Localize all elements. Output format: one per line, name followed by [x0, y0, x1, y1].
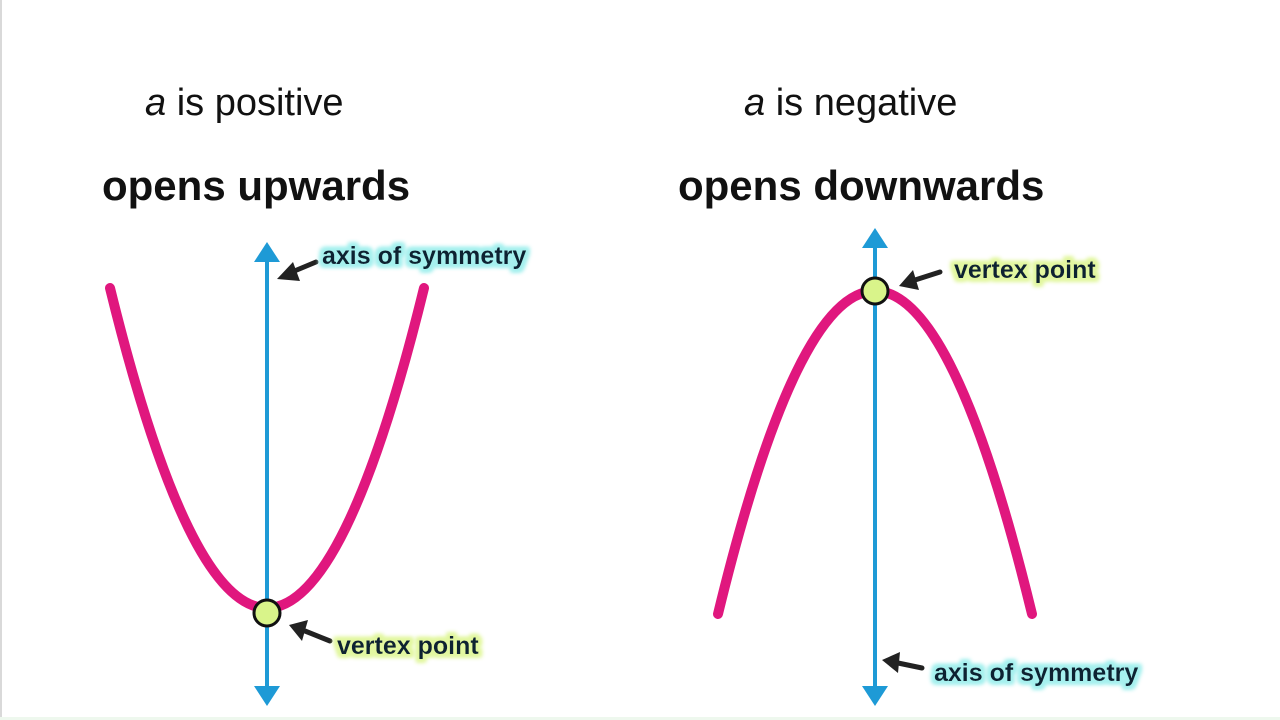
- right-axis-arrowhead-up: [862, 228, 888, 248]
- left-condition-text: is positive: [176, 82, 344, 124]
- bottom-border: [0, 717, 1280, 720]
- left-condition-variable: a: [145, 82, 167, 124]
- left-axis-label: axis of symmetry: [322, 242, 526, 270]
- left-vertex-point: [252, 598, 282, 628]
- left-axis-arrowhead-down: [254, 686, 280, 706]
- right-vertex-point: [860, 276, 890, 306]
- left-vertex-pointer-arrow: [289, 620, 333, 644]
- right-heading: opens downwards: [678, 162, 1045, 209]
- left-axis-pointer-arrow: [277, 259, 319, 281]
- right-condition-variable: a: [744, 82, 766, 124]
- left-axis-arrowhead-up: [254, 242, 280, 262]
- left-graph: axis of symmetry vertex point: [105, 242, 526, 706]
- right-axis-arrowhead-down: [862, 686, 888, 706]
- left-border: [0, 0, 2, 720]
- right-vertex-label: vertex point: [954, 256, 1096, 284]
- left-vertex-label: vertex point: [337, 632, 479, 660]
- right-condition-text: is negative: [775, 82, 958, 124]
- right-condition: a is negative: [744, 80, 957, 126]
- right-vertex-pointer-arrow: [899, 269, 943, 290]
- right-axis-pointer-arrow: [882, 652, 925, 673]
- left-condition: a is positive: [145, 80, 344, 126]
- right-axis-label: axis of symmetry: [934, 659, 1138, 687]
- right-graph: vertex point axis of symmetry: [713, 228, 1138, 706]
- left-heading: opens upwards: [102, 162, 411, 209]
